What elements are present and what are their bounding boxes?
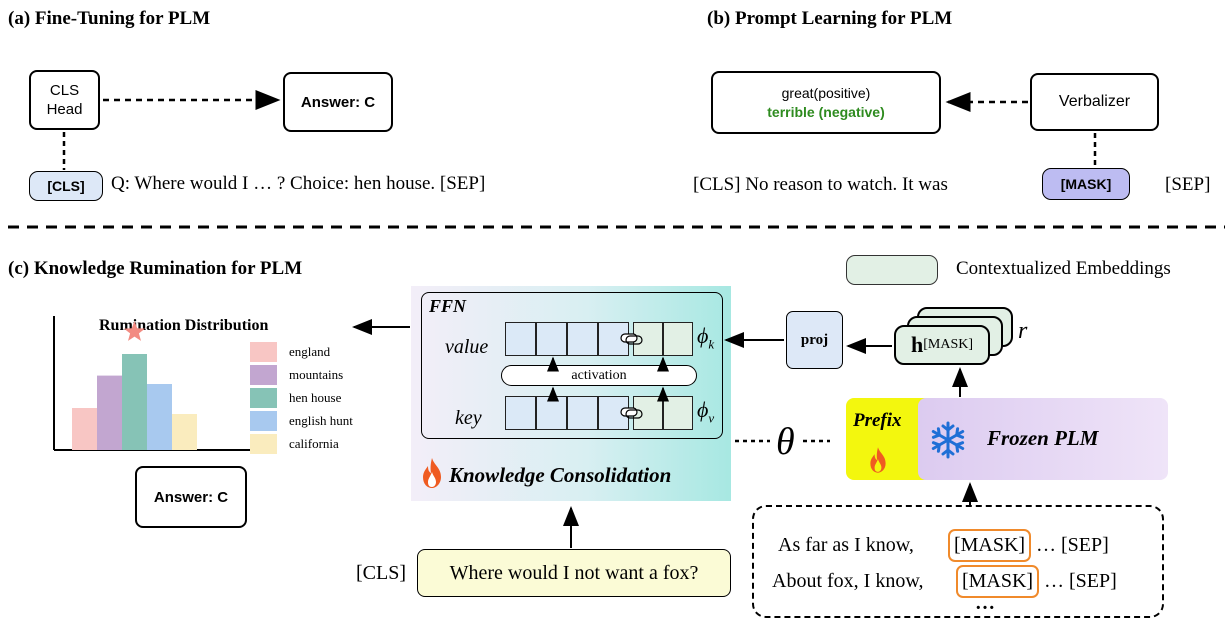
ffn-box xyxy=(421,292,723,439)
panel-a-input-text: Q: Where would I … ? Choice: hen house. … xyxy=(111,173,486,194)
question-box: Where would I not want a fox? xyxy=(417,549,731,597)
prompt2-mask: [MASK] xyxy=(956,565,1039,598)
prompt2-prefix: About fox, I know, xyxy=(772,570,924,592)
panel-b-input-prefix: [CLS] No reason to watch. It was xyxy=(693,174,948,195)
h-symbol: h xyxy=(910,332,924,357)
prompts-box xyxy=(752,505,1164,618)
distribution-bar-english-hunt xyxy=(147,384,172,450)
key-cell xyxy=(567,396,598,430)
key-cell xyxy=(505,396,536,430)
prompt1-prefix: As far as I know, xyxy=(778,534,914,556)
frozen-plm-label: Frozen PLM xyxy=(987,426,1099,450)
snowflake-icon xyxy=(928,420,968,460)
distribution-bar-hen-house xyxy=(122,354,147,450)
frozen-plm-block xyxy=(918,398,1168,480)
panel-a-title: (a) Fine-Tuning for PLM xyxy=(8,8,211,29)
legend-item: mountains xyxy=(250,365,343,385)
mask-token-pill-b: [MASK] xyxy=(1042,168,1130,200)
star-marker xyxy=(124,321,145,341)
legend-swatch xyxy=(250,411,277,431)
fire-icon xyxy=(419,457,445,489)
legend-item: california xyxy=(250,434,339,454)
prefix-label: Prefix xyxy=(853,410,902,431)
legend-label: english hunt xyxy=(289,413,353,428)
phi-v-symbol: ϕ xyxy=(697,397,709,422)
answer-box-c: Answer: C xyxy=(135,466,247,528)
label-negative: terrible (negative) xyxy=(767,103,885,120)
phi-k-symbol: ϕ xyxy=(697,323,709,348)
label-positive: great(positive) xyxy=(781,84,871,101)
prompt2-suffix: … [SEP] xyxy=(1044,570,1117,592)
prompt1-mask: [MASK] xyxy=(948,529,1031,562)
distribution-legend: england mountains hen house english hunt cal… xyxy=(250,342,370,454)
distribution-chart xyxy=(44,316,250,452)
legend-swatch xyxy=(250,388,277,408)
cls-head-box: CLS Head xyxy=(29,70,100,130)
key-label: key xyxy=(455,407,482,429)
distribution-bar-mountains xyxy=(97,375,122,450)
r-label: r xyxy=(1018,318,1028,344)
value-phi-cell xyxy=(633,322,663,356)
consolidation-label: Knowledge Consolidation xyxy=(449,463,672,487)
phi-v-label: ϕv xyxy=(697,397,714,426)
theta-symbol: θ xyxy=(776,421,795,463)
ffn-label: FFN xyxy=(429,296,467,316)
phi-k-sub: k xyxy=(708,336,715,352)
distribution-bar-england xyxy=(72,408,97,450)
legend-item: hen house xyxy=(250,388,341,408)
legend-item: english hunt xyxy=(250,411,353,431)
distribution-svg xyxy=(53,316,250,451)
value-cell xyxy=(505,322,536,356)
legend-label: england xyxy=(289,344,331,359)
prefix-fire-icon xyxy=(867,446,889,474)
label-words-box: great(positive) terrible (negative) xyxy=(711,71,941,134)
key-cell xyxy=(536,396,567,430)
embedding-legend-swatch xyxy=(846,255,938,285)
key-phi-cell xyxy=(663,396,693,430)
legend-label: mountains xyxy=(289,367,344,382)
value-phi-cell xyxy=(663,322,693,356)
prompt1-suffix: … [SEP] xyxy=(1036,534,1109,556)
answer-box-a: Answer: C xyxy=(283,72,393,132)
value-label: value xyxy=(445,336,489,358)
panel-b-sep: [SEP] xyxy=(1165,174,1211,195)
h-mask-embedding: h[MASK] xyxy=(894,325,990,365)
h-sub: [MASK] xyxy=(923,337,974,352)
verbalizer-box: Verbalizer xyxy=(1030,73,1159,131)
link-icon xyxy=(620,407,643,419)
cls-token-pill: [CLS] xyxy=(29,171,103,201)
value-cell xyxy=(536,322,567,356)
value-cell xyxy=(567,322,598,356)
question-cls: [CLS] xyxy=(356,562,406,584)
phi-v-sub: v xyxy=(708,410,715,426)
legend-swatch xyxy=(250,434,277,454)
legend-item: england xyxy=(250,342,330,362)
prompts-ellipsis: … xyxy=(975,592,995,614)
knowledge-consolidation-panel xyxy=(411,286,731,501)
embedding-legend-label: Contextualized Embeddings xyxy=(956,258,1171,279)
legend-label: hen house xyxy=(289,390,342,405)
legend-swatch xyxy=(250,365,277,385)
panel-b-title: (b) Prompt Learning for PLM xyxy=(707,8,953,29)
legend-swatch xyxy=(250,342,277,362)
proj-box: proj xyxy=(786,311,843,369)
phi-k-label: ϕk xyxy=(697,323,714,352)
prefix-block xyxy=(846,398,926,480)
distribution-bar-california xyxy=(172,414,197,450)
legend-label: california xyxy=(289,436,339,451)
link-icon xyxy=(620,333,643,345)
panel-c-title: (c) Knowledge Rumination for PLM xyxy=(8,258,303,279)
